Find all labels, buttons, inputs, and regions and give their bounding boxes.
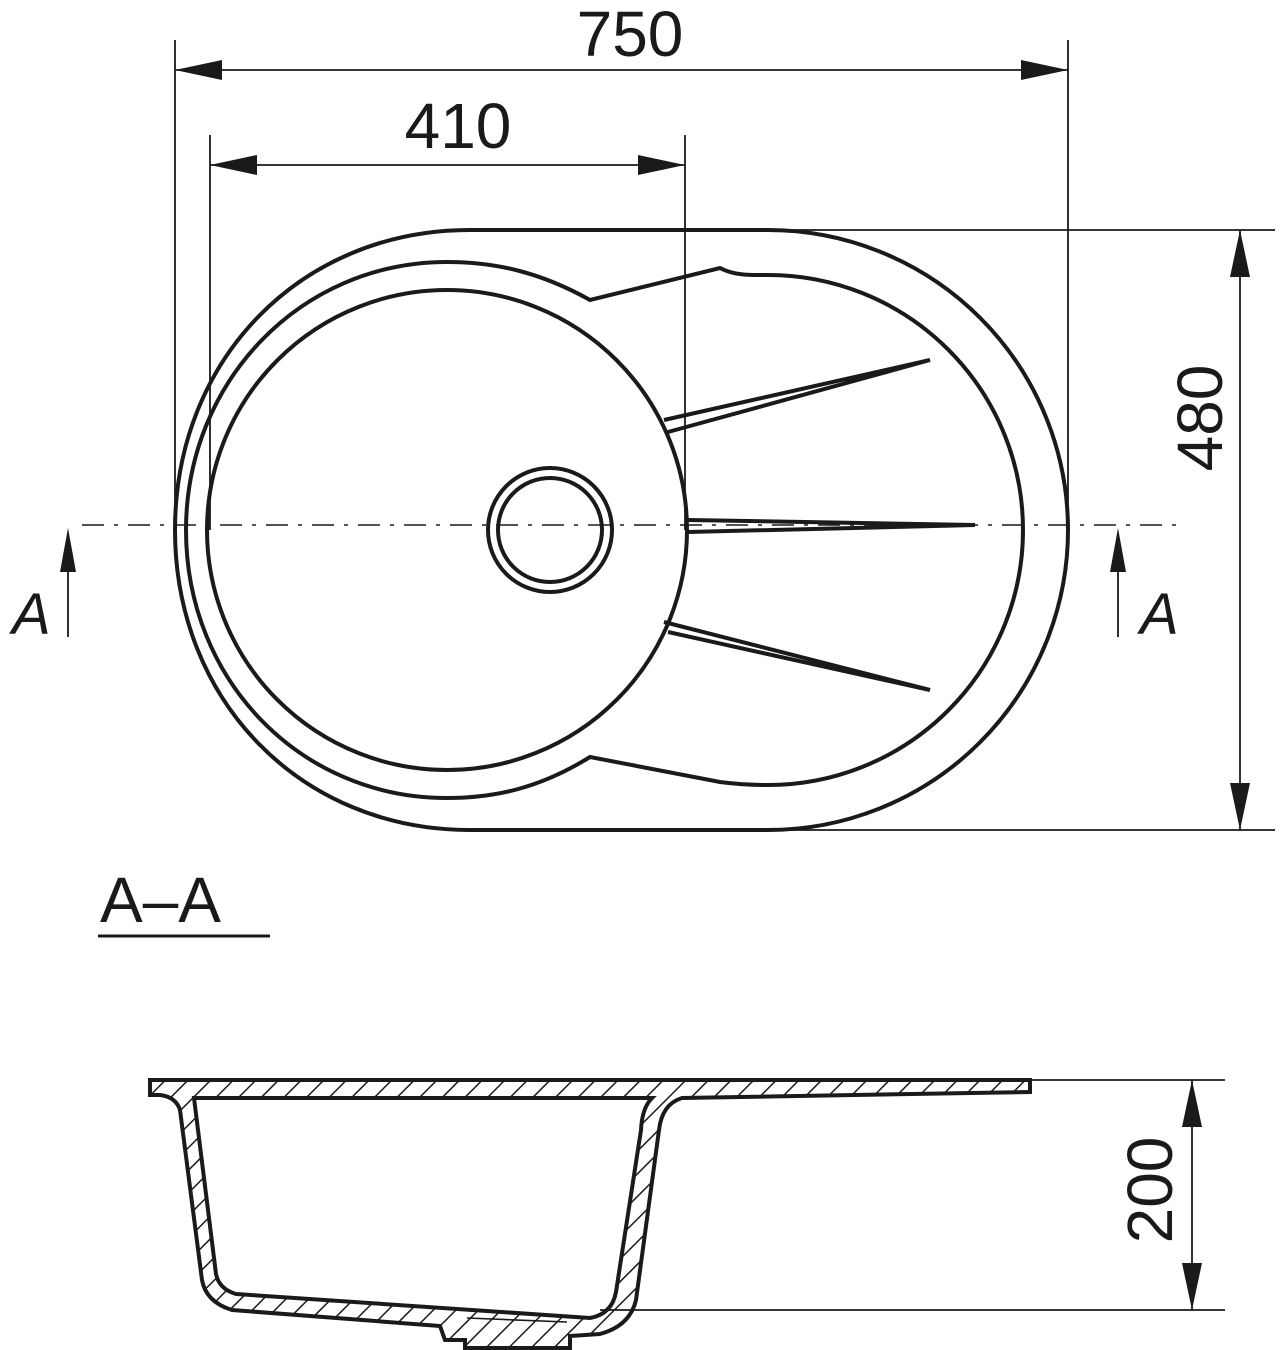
section-arrow-right: A: [1110, 528, 1179, 647]
sink-inner-rim: [183, 259, 1025, 801]
dimension-200-label: 200: [1114, 1137, 1186, 1244]
drain-groove-center: [687, 518, 976, 534]
drain-inner: [496, 476, 604, 584]
drain-groove-lower: [663, 620, 931, 692]
section-marker-left: A: [9, 582, 51, 647]
drain-outlet-line: [466, 1317, 568, 1323]
top-view: A A 750 410: [9, 0, 1275, 832]
drain-outer: [486, 466, 614, 594]
dimension-480-label: 480: [1164, 365, 1236, 472]
dimension-410-label: 410: [405, 90, 512, 162]
section-marker-right: A: [1137, 582, 1179, 647]
dimension-bowl-height: 200: [600, 1079, 1225, 1311]
sink-outer-outline: [172, 228, 1070, 832]
section-title: A–A: [100, 864, 221, 936]
dimension-overall-width: 750: [174, 0, 1069, 530]
dimension-750-label: 750: [577, 0, 684, 70]
dimension-bowl-width: 410: [209, 90, 686, 530]
section-view: 200: [148, 1078, 1225, 1350]
dimension-overall-depth: 480: [768, 229, 1275, 831]
sink-section-wall: [148, 1078, 1032, 1350]
drain-groove-upper: [663, 358, 931, 434]
bowl-outline: [205, 288, 689, 772]
section-arrow-left: A: [9, 528, 76, 647]
